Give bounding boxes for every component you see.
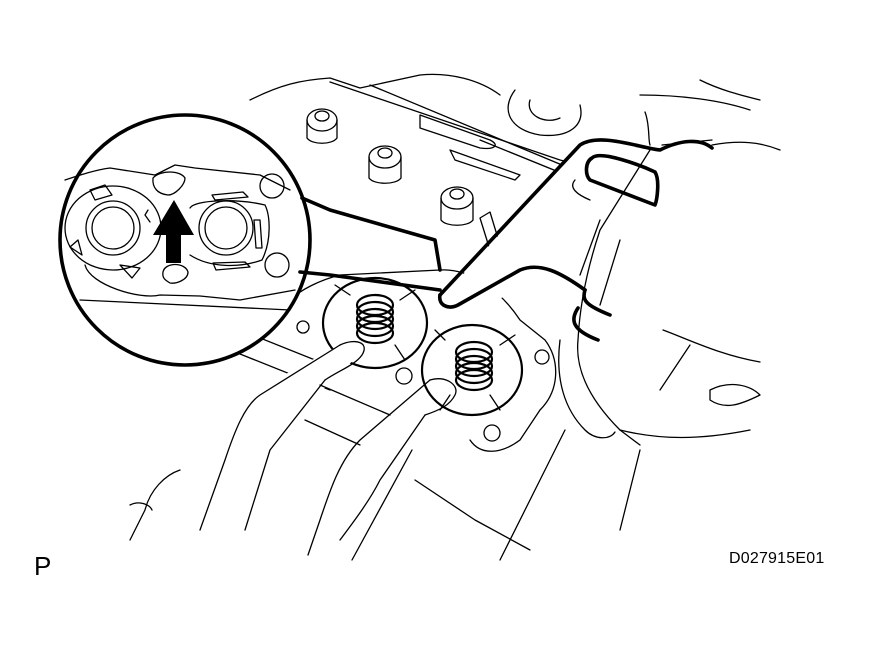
view-label: P bbox=[34, 551, 52, 581]
right-hand bbox=[499, 141, 781, 561]
arrow-up-icon bbox=[153, 200, 194, 263]
spring-right bbox=[420, 323, 524, 417]
bolts bbox=[306, 108, 501, 251]
magnifier-inset bbox=[58, 113, 442, 367]
left-hand bbox=[129, 341, 531, 561]
tool bbox=[437, 111, 714, 342]
spring-left bbox=[321, 276, 429, 370]
figure-id: D027915E01 bbox=[729, 550, 825, 567]
